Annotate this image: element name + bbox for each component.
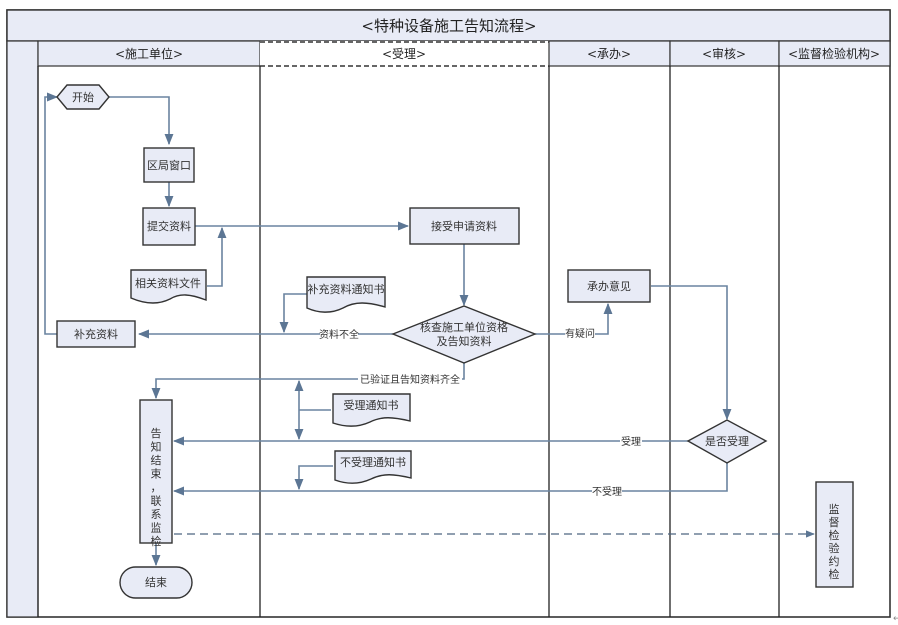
node-label-supplement-notice: 补充资料通知书 xyxy=(308,282,385,296)
notify-end-char: 检 xyxy=(151,534,162,548)
inspection-appointment-char: 验 xyxy=(829,541,840,555)
lane-dividers xyxy=(37,66,780,617)
edge-supplement-to-start xyxy=(44,92,59,335)
node-supplement-notice[interactable]: 补充资料通知书 xyxy=(306,276,386,313)
edge-supplement-notice xyxy=(279,293,307,334)
supplement-notice-document[interactable] xyxy=(306,276,386,313)
node-label-check-line1: 核查施工单位资格 xyxy=(420,320,508,334)
lane-label-construction: <施工单位> xyxy=(115,46,183,61)
node-label-district-window: 区局窗口 xyxy=(147,158,191,172)
lane-label-review: <审核> xyxy=(702,46,746,61)
edge-related-docs xyxy=(207,226,227,287)
edge-label-questionable: 有疑问 xyxy=(565,327,595,340)
handling-opinion-box[interactable] xyxy=(567,269,651,303)
edge-label-bg xyxy=(358,372,462,385)
node-handling-opinion[interactable]: 承办意见 xyxy=(567,269,651,303)
edge-label-not-accepted: 不受理 xyxy=(592,486,622,498)
node-label-receive-application: 接受申请资料 xyxy=(431,219,497,233)
lane-label-inspection: <监督检验机构> xyxy=(788,46,880,61)
node-supplement-docs[interactable]: 补充资料 xyxy=(56,320,136,348)
start-terminator[interactable] xyxy=(56,84,110,110)
node-label-accept-decision: 是否受理 xyxy=(705,435,749,448)
edge-verified xyxy=(151,363,465,400)
node-related-docs[interactable]: 相关资料文件 xyxy=(130,269,207,304)
node-label-submit-docs: 提交资料 xyxy=(147,219,191,233)
inspection-appointment-char: 检 xyxy=(829,567,840,581)
lane-header-acceptance xyxy=(260,41,549,66)
node-accept-notice[interactable]: 受理通知书 xyxy=(332,393,411,427)
notify-end-char: 知 xyxy=(151,440,162,454)
reject-notice-document[interactable] xyxy=(334,450,412,484)
node-label-reject-notice: 不受理通知书 xyxy=(340,455,406,469)
receive-application-box[interactable] xyxy=(409,207,520,245)
edge-opinion-to-decision xyxy=(651,285,732,421)
edge-label-bg xyxy=(320,327,358,340)
node-label-start: 开始 xyxy=(72,90,94,104)
lane-label-acceptance: <受理> xyxy=(382,47,426,61)
district-window-box[interactable] xyxy=(143,147,195,183)
lane-header-review xyxy=(669,40,780,67)
notify-end-char: 束 xyxy=(151,468,162,481)
lane-headers: <施工单位> <受理> <承办> <审核> <监督检验机构> xyxy=(37,40,891,67)
notify-end-box[interactable] xyxy=(139,399,173,544)
edge-label-bg xyxy=(620,434,642,447)
notify-end-char: 告 xyxy=(151,427,162,440)
lane-header-construction xyxy=(37,40,261,67)
lane-header-handling xyxy=(548,40,671,67)
related-docs-document[interactable] xyxy=(130,269,207,304)
node-start[interactable]: 开始 xyxy=(56,84,110,110)
inspection-appointment-box[interactable] xyxy=(815,481,854,588)
inspection-appointment-char: 检 xyxy=(829,528,840,542)
notify-end-char: ， xyxy=(151,481,162,494)
submit-docs-box[interactable] xyxy=(142,207,196,246)
node-label-end: 结束 xyxy=(145,576,167,589)
paragraph-mark-icon: ↵ xyxy=(893,614,898,624)
edge-label-accepted: 受理 xyxy=(621,436,641,448)
node-label-supplement-docs: 补充资料 xyxy=(74,327,118,341)
edge-labels: 资料不全 有疑问 已验证且告知资料齐全 受理 不受理 xyxy=(319,326,642,498)
end-terminator[interactable] xyxy=(119,566,193,599)
node-district-window[interactable]: 区局窗口 xyxy=(143,147,195,183)
accept-notice-document[interactable] xyxy=(332,393,411,427)
edge-label-verified: 已验证且告知资料齐全 xyxy=(360,373,460,386)
node-submit-docs[interactable]: 提交资料 xyxy=(142,207,196,246)
edge-reject-notice xyxy=(294,465,333,491)
edge-questionable xyxy=(535,302,613,335)
notify-end-char: 联 xyxy=(151,495,162,508)
node-reject-notice[interactable]: 不受理通知书 xyxy=(334,450,412,484)
edge-start-to-window xyxy=(109,96,174,146)
inspection-appointment-char: 约 xyxy=(829,555,840,568)
edge-label-bg xyxy=(592,484,622,497)
diagram-title: <特种设备施工告知流程> xyxy=(361,17,536,35)
notify-end-char: 系 xyxy=(151,508,162,521)
node-label-related-docs: 相关资料文件 xyxy=(135,276,201,290)
inspection-appointment-char: 监 xyxy=(829,503,840,516)
supplement-docs-box[interactable] xyxy=(56,320,136,348)
edge-label-bg xyxy=(565,326,595,339)
node-receive-application[interactable]: 接受申请资料 xyxy=(409,207,520,245)
node-accept-decision[interactable]: 是否受理 xyxy=(686,419,768,464)
accept-decision-diamond[interactable] xyxy=(686,419,768,464)
left-margin-column xyxy=(6,40,39,618)
node-label-handling-opinion: 承办意见 xyxy=(587,279,631,293)
node-check-qualification[interactable]: 核查施工单位资格 及告知资料 xyxy=(391,305,537,364)
lane-header-inspection xyxy=(778,40,891,67)
check-qualification-diamond[interactable] xyxy=(391,305,537,364)
notify-end-char: 监 xyxy=(151,522,162,535)
edge-label-incomplete: 资料不全 xyxy=(319,328,359,341)
lane-label-handling: <承办> xyxy=(587,46,631,61)
node-end[interactable]: 结束 xyxy=(119,566,193,599)
edge-not-accepted xyxy=(172,463,728,496)
node-label-accept-notice: 受理通知书 xyxy=(344,398,399,412)
inspection-appointment-char: 督 xyxy=(829,515,840,529)
node-label-check-line2: 及告知资料 xyxy=(437,334,492,348)
title-band xyxy=(6,9,891,42)
notify-end-char: 结 xyxy=(151,454,162,467)
